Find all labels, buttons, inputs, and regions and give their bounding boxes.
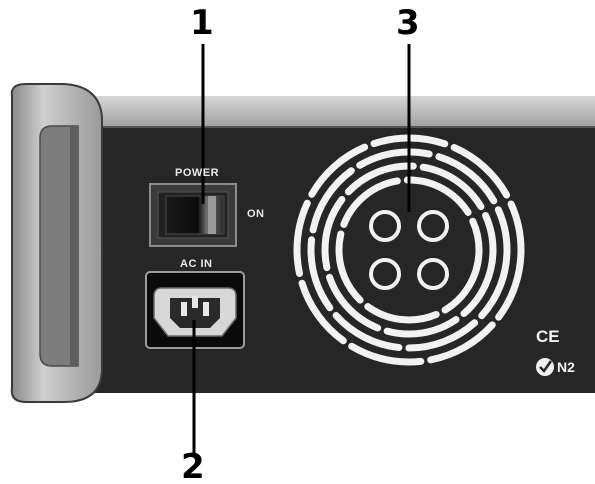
leader-lines — [192, 44, 411, 456]
ac-in-label: AC IN — [180, 258, 213, 270]
rack-handle — [10, 83, 103, 403]
on-label: ON — [247, 208, 265, 220]
chassis-top — [60, 96, 595, 130]
ctick-mark-icon — [536, 358, 554, 376]
ctick-label: N2 — [557, 359, 575, 375]
rocker-switch-icon — [149, 183, 237, 247]
callout-1: 1 — [190, 3, 214, 43]
callout-2: 2 — [181, 447, 205, 484]
power-label: POWER — [175, 167, 220, 179]
ce-mark: CE — [536, 327, 560, 346]
iec-inlet-icon — [145, 271, 245, 349]
callout-3: 3 — [396, 3, 420, 43]
